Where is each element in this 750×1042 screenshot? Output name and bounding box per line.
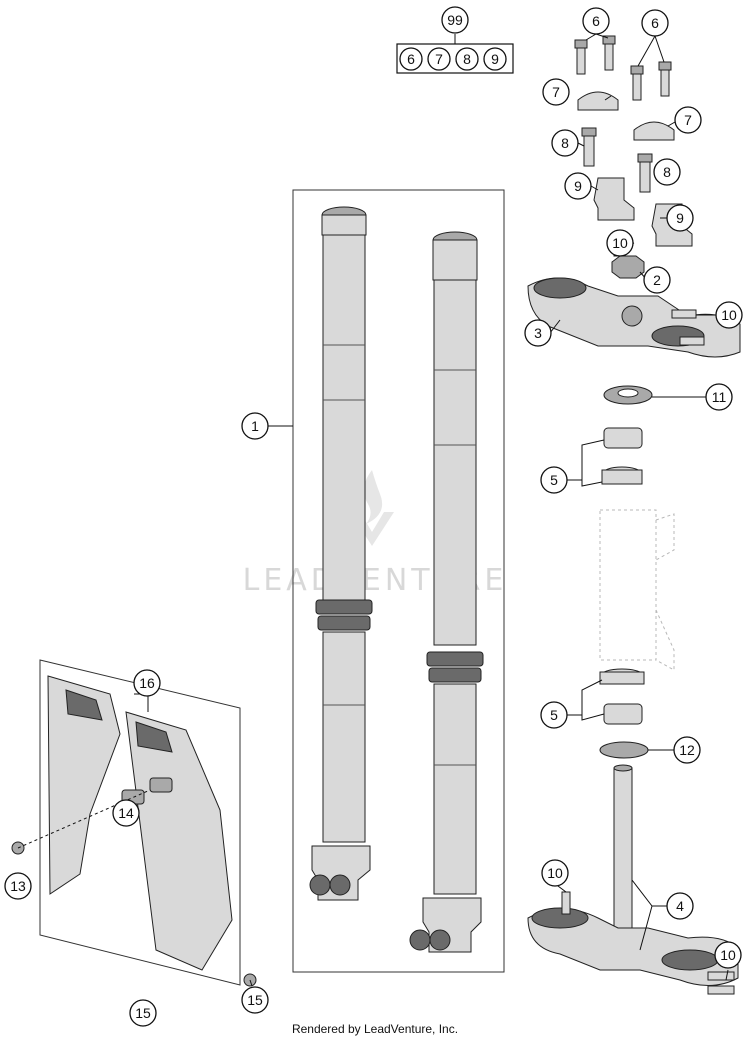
callout-8-right[interactable]: 8 bbox=[653, 158, 681, 186]
svg-text:13: 13 bbox=[10, 878, 26, 894]
bolts-6 bbox=[574, 33, 672, 101]
svg-text:15: 15 bbox=[135, 1005, 151, 1021]
svg-text:6: 6 bbox=[592, 13, 600, 29]
callout-9-right[interactable]: 9 bbox=[666, 204, 694, 232]
bearing-5-lower bbox=[599, 668, 645, 725]
bolts-10-upper bbox=[671, 309, 705, 346]
svg-text:10: 10 bbox=[720, 947, 736, 963]
svg-text:7: 7 bbox=[435, 51, 443, 67]
fork-guards-16 bbox=[47, 675, 233, 971]
svg-text:5: 5 bbox=[550, 707, 558, 723]
dust-seal-11 bbox=[603, 385, 653, 405]
svg-text:9: 9 bbox=[574, 178, 582, 194]
callout-5-upper[interactable]: 5 bbox=[540, 466, 568, 494]
upper-triple-clamp bbox=[527, 277, 741, 358]
frame-steering-head-ghost bbox=[599, 509, 675, 671]
fork-leg-right bbox=[409, 231, 484, 953]
fork-guard-frame bbox=[39, 659, 241, 986]
callout-11[interactable]: 11 bbox=[705, 383, 733, 411]
svg-text:9: 9 bbox=[491, 51, 499, 67]
bolts-10-lower-right bbox=[707, 971, 735, 995]
callout-10-lower-right[interactable]: 10 bbox=[714, 941, 742, 969]
callout-9-left[interactable]: 9 bbox=[564, 172, 592, 200]
svg-text:10: 10 bbox=[612, 235, 628, 251]
bearing-5-upper bbox=[601, 427, 643, 485]
nut-2 bbox=[611, 255, 645, 279]
kit-item-8[interactable]: 8 bbox=[455, 47, 479, 71]
callout-10-small[interactable]: 10 bbox=[606, 229, 634, 257]
svg-text:10: 10 bbox=[721, 307, 737, 323]
svg-text:12: 12 bbox=[679, 742, 695, 758]
bolt-10-lower-left bbox=[561, 891, 571, 915]
callout-10-upper-right[interactable]: 10 bbox=[715, 301, 743, 329]
svg-text:4: 4 bbox=[676, 898, 684, 914]
svg-text:10: 10 bbox=[547, 865, 563, 881]
kit-item-7[interactable]: 7 bbox=[427, 47, 451, 71]
callout-10-lower-left[interactable]: 10 bbox=[541, 859, 569, 887]
svg-text:8: 8 bbox=[663, 164, 671, 180]
lower-triple-clamp bbox=[527, 764, 739, 986]
callout-7-left[interactable]: 7 bbox=[542, 78, 570, 106]
callout-7-right[interactable]: 7 bbox=[674, 106, 702, 134]
svg-text:99: 99 bbox=[447, 12, 463, 28]
svg-text:7: 7 bbox=[684, 112, 692, 128]
svg-text:15: 15 bbox=[247, 992, 263, 1008]
fork-group-frame bbox=[292, 189, 505, 973]
svg-text:3: 3 bbox=[534, 325, 542, 341]
callout-6-right[interactable]: 6 bbox=[641, 9, 669, 37]
svg-text:8: 8 bbox=[463, 51, 471, 67]
svg-text:5: 5 bbox=[550, 472, 558, 488]
kit-item-6[interactable]: 6 bbox=[399, 47, 423, 71]
fork-leg-left bbox=[309, 206, 373, 901]
callout-15-right[interactable]: 15 bbox=[241, 986, 269, 1014]
kit-item-9[interactable]: 9 bbox=[483, 47, 507, 71]
svg-text:14: 14 bbox=[118, 805, 134, 821]
callout-99[interactable]: 99 bbox=[441, 6, 469, 34]
callout-5-lower[interactable]: 5 bbox=[540, 701, 568, 729]
callout-12[interactable]: 12 bbox=[673, 736, 701, 764]
clamp-bases-9 bbox=[593, 177, 693, 247]
clamp-caps-7 bbox=[577, 91, 675, 141]
svg-text:7: 7 bbox=[552, 84, 560, 100]
svg-text:11: 11 bbox=[712, 389, 727, 405]
footer-credit: Rendered by LeadVenture, Inc. bbox=[291, 1022, 459, 1036]
svg-text:1: 1 bbox=[251, 418, 259, 434]
svg-text:6: 6 bbox=[651, 15, 659, 31]
seal-12 bbox=[599, 741, 649, 759]
callout-2[interactable]: 2 bbox=[643, 266, 671, 294]
callout-14[interactable]: 14 bbox=[112, 799, 140, 827]
kit-99: 99 6 7 8 9 bbox=[396, 6, 514, 74]
callout-6-left[interactable]: 6 bbox=[582, 7, 610, 35]
svg-text:9: 9 bbox=[676, 210, 684, 226]
bolts-8 bbox=[581, 127, 653, 193]
callout-15-left[interactable]: 15 bbox=[129, 999, 157, 1027]
callout-4[interactable]: 4 bbox=[666, 892, 694, 920]
callout-3[interactable]: 3 bbox=[524, 319, 552, 347]
callout-8-left[interactable]: 8 bbox=[551, 129, 579, 157]
svg-text:16: 16 bbox=[139, 675, 155, 691]
callout-16[interactable]: 16 bbox=[133, 669, 161, 697]
callout-1[interactable]: 1 bbox=[241, 412, 269, 440]
svg-text:2: 2 bbox=[653, 272, 661, 288]
svg-text:6: 6 bbox=[407, 51, 415, 67]
callout-13[interactable]: 13 bbox=[4, 872, 32, 900]
svg-text:8: 8 bbox=[561, 135, 569, 151]
